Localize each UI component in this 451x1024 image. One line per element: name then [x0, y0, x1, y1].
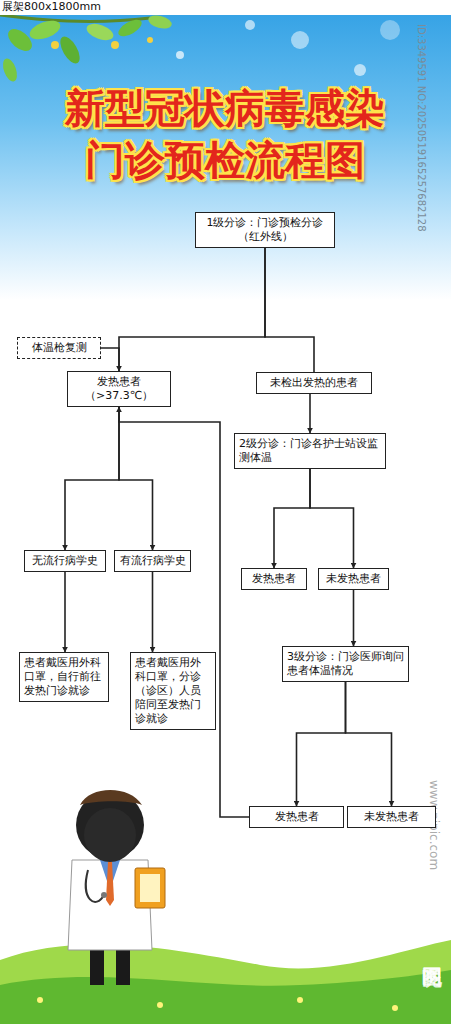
process-box: 未发热患者 — [347, 806, 436, 828]
node-text: 发热患者 — [246, 572, 302, 586]
process-box: 2级分诊：门诊各护士站设监测体温 — [234, 433, 386, 469]
process-box: 发热患者 — [241, 568, 307, 590]
note-box: 体温枪复测 — [17, 337, 101, 359]
node-text: 2级分诊：门诊各护士站设监测体温 — [239, 437, 381, 465]
node-text: 未发热患者 — [352, 810, 431, 824]
node-text: 未发热患者 — [323, 572, 384, 586]
flow-arrow — [309, 394, 311, 433]
process-box: 发热患者 — [249, 806, 344, 828]
node-text: 1级分诊：门诊预检分诊（红外线） — [200, 216, 330, 244]
size-note: 展架800x1800mm — [2, 0, 101, 13]
process-box: 3级分诊：门诊医师询问患者体温情况 — [282, 646, 409, 682]
green-hills — [0, 940, 451, 1024]
diagram-title: 新型冠状病毒感染 门诊预检流程图 — [50, 82, 400, 186]
process-box: 发热患者（>37.3℃） — [67, 371, 171, 407]
node-text: 发热患者（>37.3℃） — [72, 375, 166, 403]
flow-arrow — [119, 407, 153, 550]
flow-arrow — [65, 407, 119, 550]
node-text: 体温枪复测 — [22, 341, 96, 355]
flow-arrow — [101, 348, 119, 371]
process-box: 未检出发热的患者 — [256, 372, 372, 394]
node-text: 患者戴医用外科口罩，分诊（诊区）人员陪同至发热门诊就诊 — [135, 656, 211, 726]
flow-arrow — [274, 469, 310, 568]
doctor-illustration — [68, 790, 165, 985]
node-text: 无流行病学史 — [29, 554, 101, 568]
node-text: 有流行病学史 — [119, 554, 186, 568]
flow-arrow — [152, 572, 154, 652]
process-box: 1级分诊：门诊预检分诊（红外线） — [195, 212, 335, 248]
node-text: 3级分诊：门诊医师询问患者体温情况 — [287, 650, 404, 678]
node-text: 未检出发热的患者 — [261, 376, 367, 390]
leaves — [0, 13, 173, 83]
process-box: 患者戴医用外科口罩，分诊（诊区）人员陪同至发热门诊就诊 — [130, 652, 216, 730]
watermark: ID:3349591 NO:20250519165257682128 — [415, 24, 427, 232]
flow-arrow — [265, 248, 314, 372]
process-box: 无流行病学史 — [24, 550, 106, 572]
process-box: 未发热患者 — [318, 568, 389, 590]
flow-arrow — [346, 682, 392, 806]
flow-arrow — [64, 572, 66, 652]
flow-arrow — [297, 682, 346, 806]
flow-arrow — [353, 590, 355, 646]
flow-arrow — [119, 407, 249, 817]
flow-arrow — [310, 469, 354, 568]
node-text: 患者戴医用外科口罩，自行前往发热门诊就诊 — [24, 656, 104, 698]
process-box: 患者戴医用外科口罩，自行前往发热门诊就诊 — [19, 652, 109, 702]
node-text: 发热患者 — [254, 810, 339, 824]
flow-arrow — [119, 248, 265, 371]
process-box: 有流行病学史 — [114, 550, 191, 572]
